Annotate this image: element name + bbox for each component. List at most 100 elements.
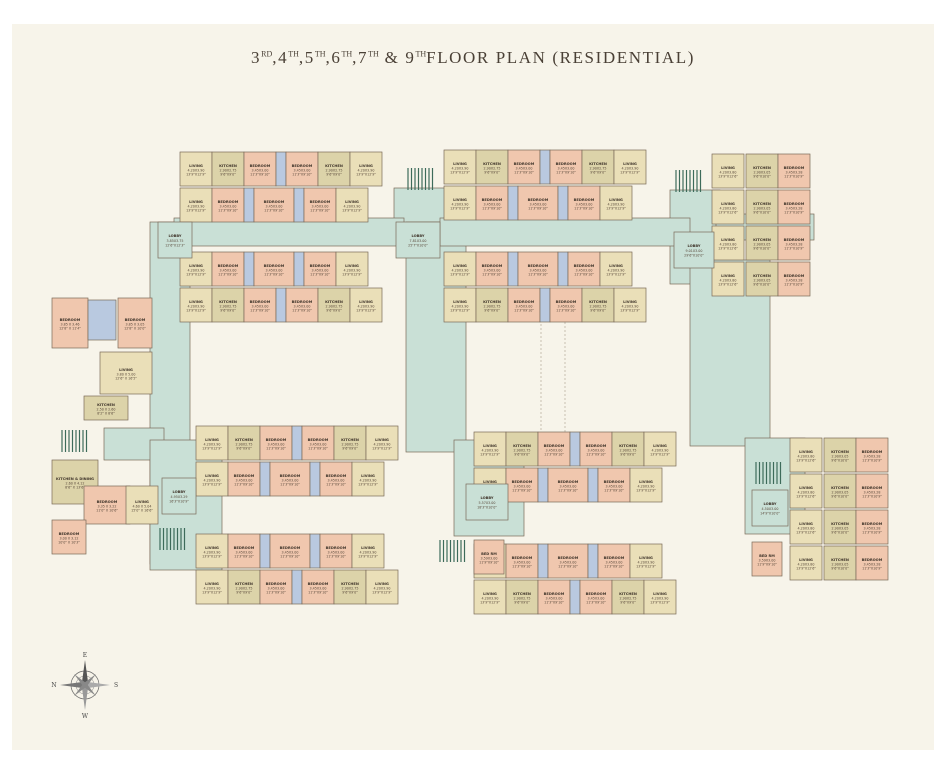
ne-0-0-name: LIVING	[721, 166, 735, 170]
lobby-w-imp: 16'3"X10'9"	[169, 500, 189, 504]
ne-2-0-room	[711, 225, 745, 261]
ne-1-2-dim: 3.45X3.28	[786, 207, 803, 211]
sw-426-0-imp: 13'9"X12'9"	[202, 447, 222, 451]
sw-426-4-imp: 11'3"X9'10"	[308, 447, 328, 451]
stair-icon	[159, 528, 186, 550]
se-3-2-name: BEDROOM	[862, 558, 883, 562]
nw-152-6-imp: 13'9"X12'9"	[356, 173, 376, 177]
nw-288-1-dim: 2.90X2.75	[220, 305, 237, 309]
nw-188-3-imp: 11'3"X9'10"	[264, 209, 284, 213]
nc-150-6-name: LIVING	[623, 162, 637, 166]
nw-188-5-imp: 11'3"X9'10"	[310, 209, 330, 213]
nc-150-6-room	[613, 149, 647, 185]
nc-186-4-room	[557, 185, 569, 221]
nc-288-1-name: KITCHEN	[483, 300, 501, 304]
se-2-2-imp: 11'3"X10'9"	[862, 531, 882, 535]
se-1-2-room	[855, 473, 889, 509]
se-3-0-room	[789, 545, 823, 581]
nw-252-5-room	[303, 251, 337, 287]
se-3-0-dim: 4.20X3.80	[798, 563, 815, 567]
sc-544-6-name: LIVING	[639, 556, 653, 560]
sw-534-1-name: BEDROOM	[234, 546, 255, 550]
ne-0-0-room	[711, 153, 745, 189]
ne-1-1-imp: 9'6"X10'0"	[753, 211, 771, 215]
se-3-1-imp: 9'6"X10'0"	[831, 567, 849, 571]
se-0-0-name: LIVING	[799, 450, 813, 454]
nw-252-0-dim: 4.20X3.90	[188, 269, 205, 273]
sw-462-0-dim: 4.20X3.90	[204, 479, 221, 483]
nc-288-5-dim: 2.90X2.75	[590, 305, 607, 309]
nw-188-3-name: BEDROOM	[264, 200, 285, 204]
nw-152-2-dim: 3.45X3.00	[252, 169, 269, 173]
nc-288-6-dim: 4.20X3.90	[622, 305, 639, 309]
sw-570-2-imp: 11'3"X9'10"	[266, 591, 286, 595]
sc-432-1-imp: 9'6"X9'0"	[514, 453, 530, 457]
sc-544-5-imp: 11'3"X9'10"	[604, 565, 624, 569]
ne-1-1-dim: 2.90X3.05	[754, 207, 771, 211]
nc-186-0-room	[443, 185, 477, 221]
nc-288-5-imp: 9'6"X9'0"	[590, 309, 606, 313]
nw-188-1-dim: 3.45X3.00	[220, 205, 237, 209]
se-0-0-imp: 13'9"X12'6"	[796, 459, 816, 463]
corridor-10	[439, 217, 691, 247]
sw-570-0-imp: 13'9"X12'9"	[202, 591, 222, 595]
se-0-0-room	[789, 437, 823, 473]
sw-534-4-room	[309, 533, 321, 569]
sw-462-3-imp: 11'3"X9'10"	[280, 483, 300, 487]
sw-570-5-room	[333, 569, 367, 605]
nc-186-5-room	[567, 185, 601, 221]
sw-534-1-imp: 11'3"X9'10"	[234, 555, 254, 559]
sc-580-2-name: BEDROOM	[544, 592, 565, 596]
nw-252-3-dim: 3.45X3.00	[266, 269, 283, 273]
nc-150-1-imp: 9'6"X9'0"	[484, 171, 500, 175]
nc-150-0-imp: 13'9"X12'9"	[450, 171, 470, 175]
fw-kitchen-name: KITCHEN	[97, 403, 115, 407]
nc-288-4-imp: 11'3"X9'10"	[556, 309, 576, 313]
nw-288-6-room	[349, 287, 383, 323]
se-0-2-name: BEDROOM	[862, 450, 883, 454]
se-2-0-dim: 4.20X3.80	[798, 527, 815, 531]
sc-432-4-dim: 3.45X3.00	[588, 449, 605, 453]
nw-152-5-imp: 9'6"X9'0"	[326, 173, 342, 177]
nw-188-6-room	[335, 187, 369, 223]
sw-570-0-room	[195, 569, 229, 605]
bedrm-se-dim: 3.59X3.00	[759, 559, 776, 563]
nc-150-2-name: BEDROOM	[514, 162, 535, 166]
sc-432-4-room	[579, 431, 613, 467]
nw-152-1-dim: 2.90X2.75	[220, 169, 237, 173]
nc-252-3-room	[517, 251, 559, 287]
sc-432-0-imp: 13'9"X12'9"	[480, 453, 500, 457]
nc-252-0-dim: 4.20X3.90	[452, 269, 469, 273]
se-2-2-name: BEDROOM	[862, 522, 883, 526]
sc-468-3-room	[547, 467, 589, 503]
sw-570-0-name: LIVING	[205, 582, 219, 586]
nw-288-1-name: KITCHEN	[219, 300, 237, 304]
sw-570-2-name: BEDROOM	[266, 582, 287, 586]
se-0-0-dim: 4.20X3.80	[798, 455, 815, 459]
sw-426-0-name: LIVING	[205, 438, 219, 442]
sw-570-3-room	[291, 569, 303, 605]
se-2-0-name: LIVING	[799, 522, 813, 526]
fw-kitchen-imp: 8'2" X 8'6"	[97, 412, 115, 416]
fw-kd-dim: 2.60 X 4.12	[65, 482, 84, 486]
floor-4: 4TH	[278, 48, 299, 67]
sw-570-4-dim: 3.45X3.00	[310, 587, 327, 591]
sw-534-2-room	[259, 533, 271, 569]
sc-432-5-dim: 2.90X2.75	[620, 449, 637, 453]
se-2-1-dim: 2.90X3.05	[832, 527, 849, 531]
sw-426-4-name: BEDROOM	[308, 438, 329, 442]
nc-252-0-name: LIVING	[453, 264, 467, 268]
sc-468-1-name: BEDROOM	[512, 480, 533, 484]
nc-252-5-name: BEDROOM	[574, 264, 595, 268]
nw-288-2-room	[243, 287, 277, 323]
nw-152-3-room	[275, 151, 287, 187]
nw-188-6-imp: 13'9"X12'9"	[342, 209, 362, 213]
sw-534-3-room	[269, 533, 311, 569]
sw-426-1-name: KITCHEN	[235, 438, 253, 442]
nc-150-4-dim: 3.45X3.00	[558, 167, 575, 171]
sc-468-3-imp: 11'3"X9'10"	[558, 489, 578, 493]
lobby-w-name: LOBBY	[172, 490, 185, 494]
nw-188-0-room	[179, 187, 213, 223]
compass-s: S	[114, 682, 118, 689]
sc-580-0-imp: 13'9"X12'9"	[480, 601, 500, 605]
